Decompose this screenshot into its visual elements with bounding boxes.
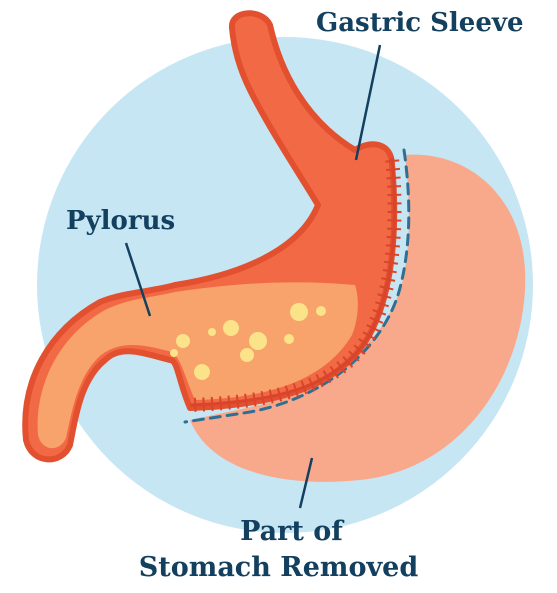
food-dot <box>208 328 216 336</box>
staple-tick <box>386 169 400 170</box>
staple-tick <box>387 237 401 238</box>
food-dot <box>176 334 190 348</box>
food-dot <box>316 306 326 316</box>
label-removed-line-2: Stomach Removed <box>0 550 557 586</box>
staple-tick <box>228 396 229 410</box>
food-dot <box>194 364 210 380</box>
food-dot <box>284 334 294 344</box>
staple-tick <box>203 397 204 411</box>
staple-tick <box>386 245 400 246</box>
label-part-of-stomach-removed: Part of Stomach Removed <box>0 514 557 586</box>
food-dot <box>249 332 267 350</box>
food-dot <box>223 320 239 336</box>
staple-tick <box>195 398 196 412</box>
staple-tick <box>220 396 221 410</box>
staple-tick <box>212 397 213 411</box>
label-pylorus: Pylorus <box>66 208 175 234</box>
food-dot <box>290 303 308 321</box>
staple-tick <box>385 160 399 161</box>
label-gastric-sleeve: Gastric Sleeve <box>316 10 524 36</box>
staple-tick <box>387 178 401 179</box>
food-dot <box>240 348 254 362</box>
food-dot <box>170 349 178 357</box>
label-removed-line-1: Part of <box>0 514 557 550</box>
staple-tick <box>387 229 401 230</box>
staple-tick <box>387 186 401 187</box>
